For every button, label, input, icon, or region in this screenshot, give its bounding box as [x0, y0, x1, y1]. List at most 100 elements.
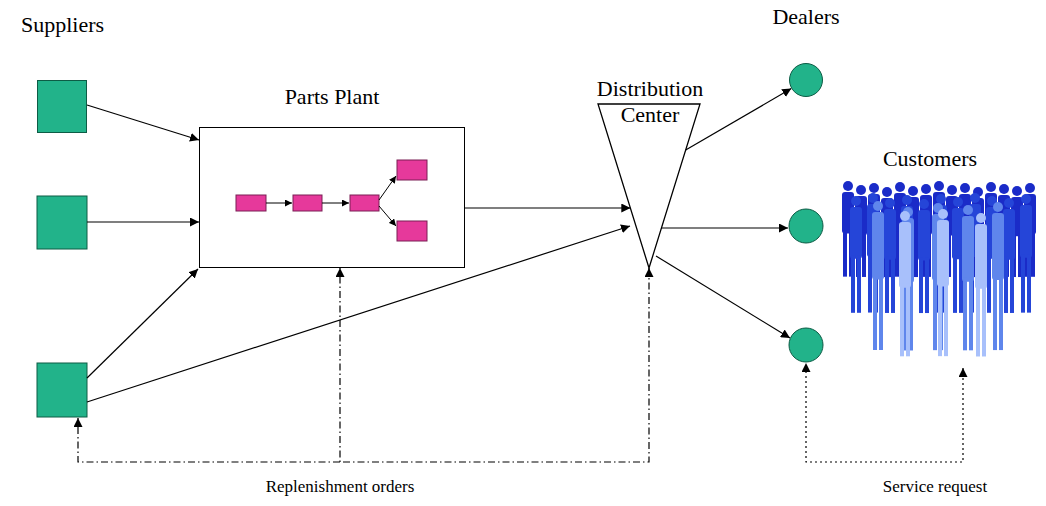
person-leg — [976, 284, 980, 356]
process-step — [350, 195, 379, 211]
person-head — [934, 181, 944, 191]
dealer-circle — [789, 328, 823, 362]
plant-process — [236, 160, 427, 241]
customers-group: Customers — [840, 146, 1020, 176]
service-request-line — [806, 363, 963, 462]
person-head — [921, 184, 931, 194]
person-body — [884, 209, 896, 260]
flow-arrow — [656, 256, 790, 338]
dealer-circle — [789, 209, 823, 243]
node-label: Distribution Center — [584, 76, 716, 128]
process-arrow — [379, 206, 396, 226]
person-head — [947, 185, 957, 195]
supplier-box — [37, 196, 87, 249]
dealer-circle — [789, 63, 823, 97]
person-leg — [944, 282, 948, 356]
person-head — [953, 197, 963, 207]
person-leg — [873, 275, 877, 350]
person-leg — [953, 256, 957, 313]
person-head — [960, 183, 970, 193]
person-head — [902, 195, 912, 205]
person-head — [1021, 194, 1031, 204]
person-head — [885, 198, 895, 208]
triangle-outline — [598, 104, 700, 268]
flow-label: Service request — [850, 476, 1020, 497]
flow-arrow — [87, 226, 630, 402]
person-body — [850, 207, 862, 259]
person-leg — [999, 276, 1003, 351]
double-arrow — [340, 268, 649, 462]
person-body — [992, 213, 1004, 280]
process-step — [397, 221, 427, 241]
person-leg — [987, 255, 991, 312]
flow-arrow — [87, 105, 199, 140]
person-leg — [963, 277, 967, 350]
flow-arrow — [87, 221, 199, 222]
person-body — [1020, 205, 1032, 258]
person-figure — [992, 202, 1004, 350]
supplier-box — [37, 363, 87, 417]
person-figure — [1020, 194, 1032, 313]
person-leg — [843, 231, 847, 277]
person-figure — [937, 209, 949, 356]
dealer-circle: Dealers — [760, 4, 852, 99]
person-head — [1004, 198, 1014, 208]
node-label: Parts Plant — [199, 84, 465, 110]
person-leg — [851, 255, 855, 312]
person-leg — [857, 255, 861, 312]
distribution-triangle — [598, 104, 700, 268]
person-body — [872, 212, 884, 280]
process-arrow — [379, 176, 396, 200]
distribution-triangle: Distribution Center — [570, 76, 730, 268]
process-step — [293, 195, 322, 211]
edge-label: Replenishment orders — [215, 476, 465, 497]
person-body — [962, 216, 974, 282]
flow-arrow — [661, 227, 788, 228]
process-step — [236, 195, 266, 211]
person-head — [908, 186, 918, 196]
person-head — [843, 181, 853, 191]
person-leg — [982, 284, 986, 356]
person-head — [976, 213, 986, 223]
person-leg — [925, 257, 929, 313]
person-figure — [850, 196, 862, 313]
flow-arrow — [87, 269, 198, 378]
person-head — [963, 205, 973, 215]
plant-box: Parts Plant — [199, 84, 465, 268]
person-figure — [899, 211, 911, 356]
customer-crowd — [842, 181, 1036, 356]
person-body — [937, 220, 949, 287]
person-head — [993, 202, 1003, 212]
person-body — [899, 222, 911, 288]
supplier-box — [37, 80, 87, 133]
plant-box — [199, 127, 465, 268]
person-head — [970, 193, 980, 203]
person-leg — [914, 234, 918, 277]
process-step — [397, 160, 427, 180]
supplier-box: Suppliers — [5, 12, 120, 134]
person-figure — [975, 213, 987, 356]
person-leg — [868, 254, 872, 313]
person-leg — [906, 283, 910, 356]
replenishment-line — [78, 418, 340, 462]
node-label: Dealers — [760, 4, 852, 30]
person-head — [919, 199, 929, 209]
person-head — [1025, 183, 1035, 193]
person-leg — [969, 277, 973, 350]
person-head — [895, 182, 905, 192]
person-figure — [1003, 198, 1015, 313]
node-label: Suppliers — [5, 12, 120, 38]
person-body — [975, 224, 987, 289]
person-leg — [1027, 254, 1031, 313]
process-arrow — [266, 203, 292, 204]
person-leg — [993, 276, 997, 351]
person-body — [1003, 209, 1015, 260]
person-body — [918, 210, 930, 260]
person-leg — [891, 256, 895, 313]
person-figure — [962, 205, 974, 350]
flow-arrow — [465, 207, 630, 208]
person-head — [999, 184, 1009, 194]
person-head — [882, 187, 892, 197]
